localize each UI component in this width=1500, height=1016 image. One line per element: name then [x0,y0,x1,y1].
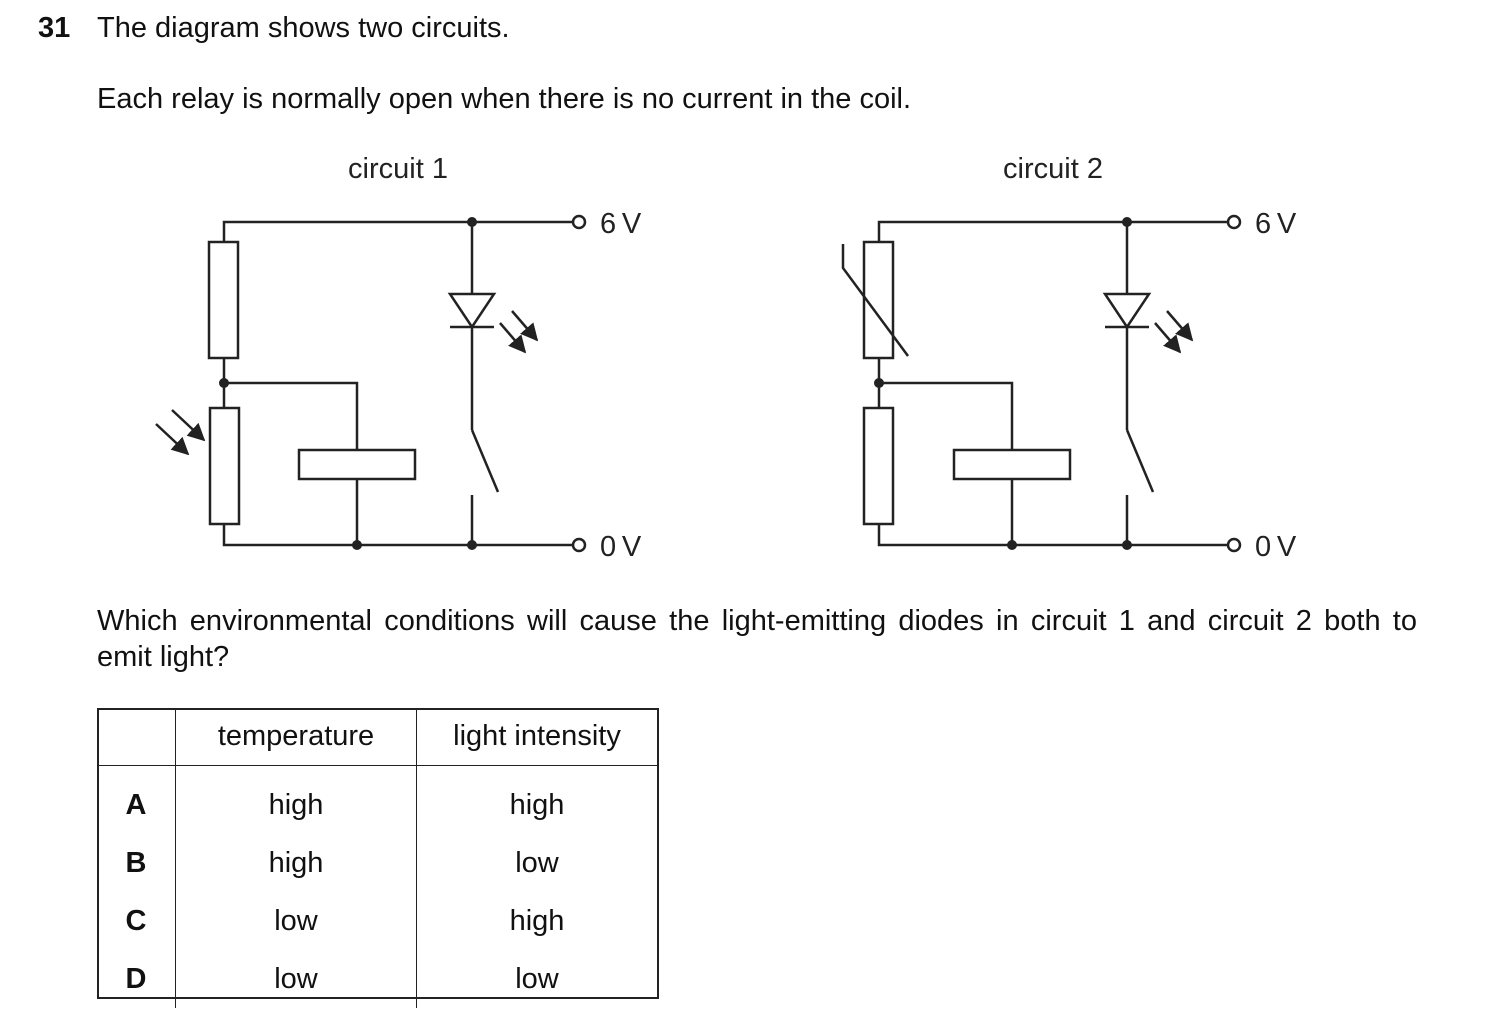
circuit-2: circuit 2 6 V 0 V [841,153,1297,563]
circuit-1-title: circuit 1 [348,153,448,185]
circuit-2-ground-label: 0 V [1255,531,1297,563]
circuit-2-title: circuit 2 [1003,153,1103,185]
circuit-2-led [1102,292,1152,330]
circuit-1: circuit 1 6 V 0 V [155,153,642,563]
circuit-2-ground-terminal[interactable] [1226,537,1242,553]
circuit-1-ground-terminal[interactable] [571,537,587,553]
circuit-1-light-arrows [155,409,206,456]
temperature-value: high [175,765,417,834]
circuit-2-thermistor [862,240,895,360]
header-light-intensity: light intensity [416,708,657,766]
circuit-1-led [447,292,497,330]
circuit-diagram: circuit 1 6 V 0 V [155,153,1297,563]
circuit-1-ldr [208,406,241,526]
circuit-1-relay-coil [297,448,417,481]
answer-table: temperature light intensity A high high … [97,708,657,1008]
header-option [97,708,176,766]
circuit-2-thermistor-slash [841,244,910,357]
answer-row-a[interactable]: A high high [97,765,657,834]
answer-row-c[interactable]: C low high [97,892,657,950]
temperature-value: high [175,834,417,892]
circuit-1-fixed-resistor [207,240,240,360]
option-letter: C [97,892,176,950]
answer-table-header: temperature light intensity [97,708,657,766]
answer-row-b[interactable]: B high low [97,834,657,892]
option-letter: B [97,834,176,892]
header-temperature: temperature [175,708,417,766]
light-intensity-value: low [515,846,559,879]
circuit-2-ground-rail [877,524,1228,547]
answer-row-d[interactable]: D low low [97,950,657,1008]
circuit-2-relay-coil [952,448,1072,481]
circuit-1-supply-label: 6 V [600,208,642,240]
circuit-2-supply-terminal[interactable] [1226,214,1242,230]
circuit-1-ground-rail [222,524,573,547]
circuit-1-ground-label: 0 V [600,531,642,563]
circuit-2-fixed-resistor [862,406,895,526]
question-intro: The diagram shows two circuits. [97,12,510,44]
option-letter: D [97,950,176,1008]
question-number: 31 [38,12,71,44]
light-intensity-value: high [509,904,565,937]
question-prompt: Which environmental conditions will caus… [97,605,1417,673]
circuit-2-supply-label: 6 V [1255,208,1297,240]
temperature-value: low [175,892,417,950]
circuit-1-led-light-arrows [499,310,539,354]
circuit-1-supply-terminal[interactable] [571,214,587,230]
circuit-2-led-light-arrows [1154,310,1194,354]
light-intensity-value: high [509,788,565,821]
circuit-1-supply-rail [222,220,573,242]
relay-note: Each relay is normally open when there i… [97,83,912,115]
light-intensity-value: low [515,962,559,995]
option-letter: A [97,765,176,834]
circuit-2-relay-switch [1125,429,1155,493]
circuit-2-supply-rail [877,220,1228,242]
temperature-value: low [175,950,417,1008]
circuit-1-relay-switch [470,429,500,493]
